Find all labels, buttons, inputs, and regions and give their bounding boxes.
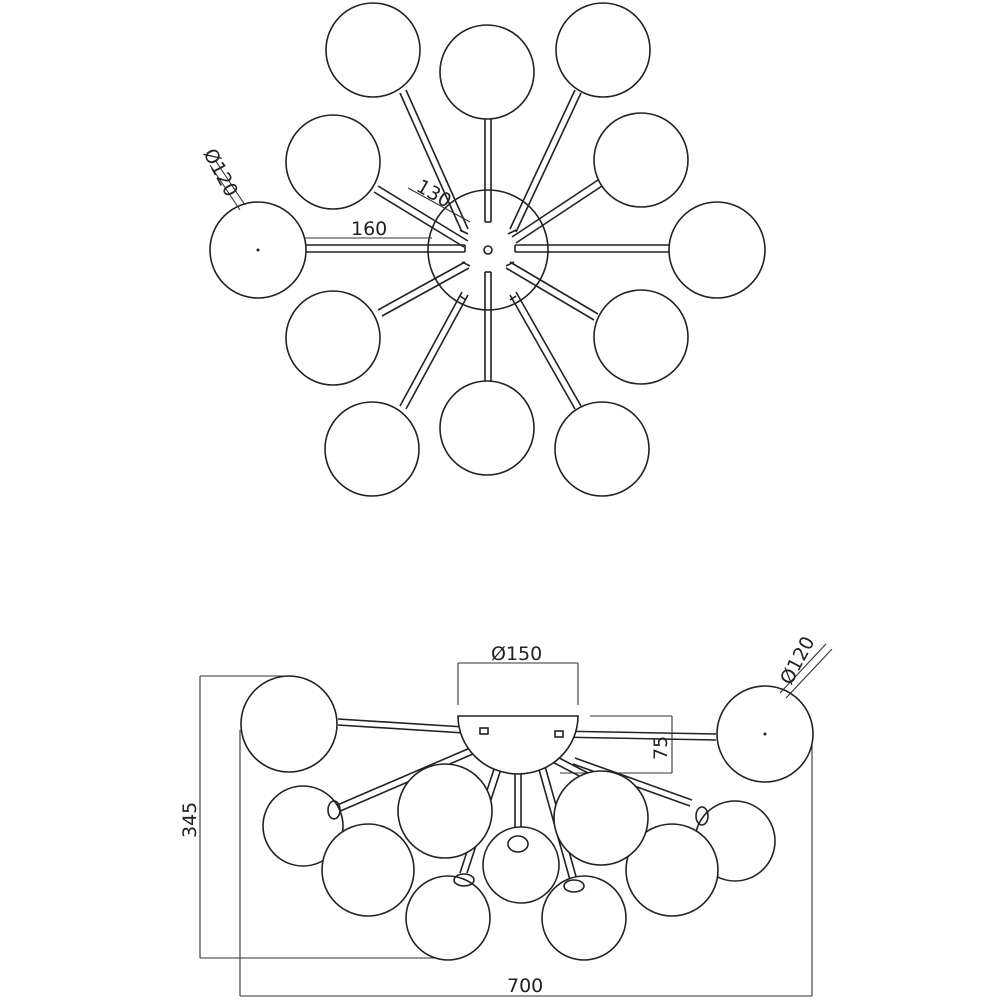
top-dim-arm-length-label: 130: [413, 175, 455, 212]
side-canopy-slots: [479, 727, 564, 738]
side-dim-overall-width-label: 700: [507, 975, 543, 997]
side-view-sockets: [327, 800, 709, 893]
side-dim-canopy-height-label: 75: [650, 736, 672, 760]
top-dim-arm-reach: 160: [305, 218, 432, 240]
side-globe-center-mark: [763, 732, 767, 736]
side-dim-overall-width: 700: [239, 730, 813, 997]
top-canopy-slots: [459, 221, 517, 301]
top-canopy-center: [483, 245, 493, 255]
side-dim-canopy-diameter: Ø150: [457, 643, 579, 705]
side-view-globes-front: [321, 763, 719, 961]
top-globe-center-mark: [256, 248, 260, 252]
top-view-arms: [305, 89, 670, 410]
side-dim-ball-diameter: Ø120: [776, 633, 833, 699]
top-dim-arm-reach-label: 160: [351, 218, 387, 240]
top-dim-ball-diameter-label: Ø120: [199, 145, 242, 201]
top-view: Ø120 130 160: [199, 2, 766, 497]
top-view-globes: [209, 2, 766, 497]
side-view: Ø150 345 700 75: [179, 633, 833, 997]
top-dim-ball-diameter: Ø120: [199, 145, 246, 211]
side-view-arms: [334, 718, 717, 881]
top-canopy: [427, 189, 549, 311]
side-dim-overall-height-label: 345: [179, 802, 201, 838]
side-dim-ball-diameter-label: Ø120: [776, 633, 819, 689]
side-dim-canopy-diameter-label: Ø150: [491, 643, 542, 665]
